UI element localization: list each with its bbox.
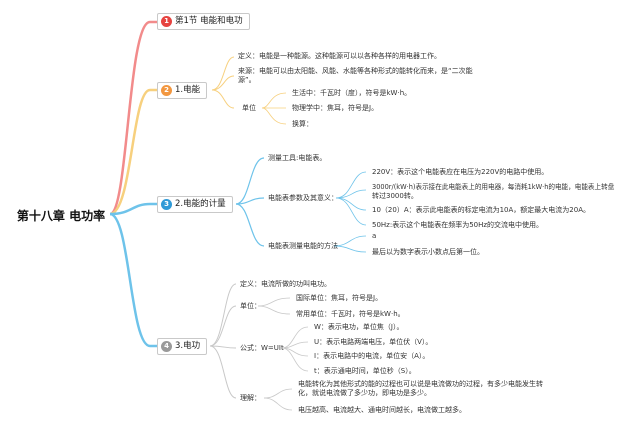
formula-u: U：表示电路两端电压，单位伏（V）。 — [314, 338, 433, 346]
work-formula-label: 公式：W=UIt — [240, 344, 284, 352]
energy-unit-daily: 生活中：千瓦时（度），符号是kW·h。 — [292, 89, 412, 97]
section-3-node[interactable]: 3 2.电能的计量 — [157, 196, 233, 213]
section-1-label: 第1节 电能和电功 — [175, 16, 243, 26]
meter-param-current: 10（20）A：表示此电能表的标定电流为10A，额定最大电流为20A。 — [372, 206, 590, 214]
energy-unit-conversion: 换算： — [292, 120, 313, 128]
formula-w: W：表示电功，单位焦（J）。 — [314, 323, 404, 331]
meter-read-decimal: 最后以为数字表示小数点后第一位。 — [372, 248, 484, 256]
meter-tool: 测量工具:电能表。 — [268, 154, 327, 162]
energy-unit-physics: 物理学中：焦耳，符号是J。 — [292, 104, 379, 112]
work-unit-common: 常用单位：千瓦时，符号是kW·h。 — [296, 310, 405, 318]
work-unit-si: 国际单位：焦耳，符号是J。 — [296, 294, 383, 302]
meter-read-label: 电能表测量电能的方法 — [268, 242, 338, 250]
section-4-label: 3.电功 — [175, 341, 201, 351]
meter-param-revolutions: 3000r/(kW·h)表示接在此电能表上的用电器，每消耗1kW·h的电能，电能… — [372, 183, 615, 191]
number-3-icon: 3 — [161, 199, 172, 210]
trunk-2 — [109, 88, 157, 216]
formula-t: t：表示通电时间，单位秒（S）。 — [314, 367, 416, 375]
energy-unit-label: 单位 — [242, 104, 256, 112]
trunk-3 — [109, 202, 157, 216]
work-unit-label: 单位： — [240, 302, 261, 310]
energy-source-cont: 源”。 — [238, 76, 256, 84]
understand-line-2: 化，就说电流做了多少功，即电功是多少。 — [298, 389, 431, 397]
meter-param-frequency: 50Hz:表示这个电能表在频率为50Hz的交流电中使用。 — [372, 221, 544, 229]
trunk-4 — [109, 212, 157, 348]
section-2-label: 1.电能 — [175, 85, 201, 95]
understand-line-3: 电压越高、电流越大、通电时间越长，电流做工越多。 — [298, 406, 466, 414]
section-2-node[interactable]: 2 1.电能 — [157, 82, 208, 99]
formula-i: I：表示电路中的电流，单位安（A）。 — [314, 352, 430, 360]
section-4-node[interactable]: 4 3.电功 — [157, 338, 208, 355]
energy-source: 来源：电能可以由太阳能、风能、水能等各种形式的能转化而来，是“二次能 — [238, 67, 473, 75]
meter-read-a: a — [372, 232, 377, 240]
meter-params-label: 电能表参数及其意义： — [268, 194, 338, 202]
work-understand-label: 理解： — [240, 394, 261, 402]
section-3-label: 2.电能的计量 — [175, 199, 226, 209]
energy-definition: 定义：电能是一种能源。这种能源可以以各种各样的用电器工作。 — [238, 52, 441, 60]
understand-line-1: 电能转化为其他形式的能的过程也可以说是电流做功的过程，有多少电能发生转 — [298, 380, 543, 388]
trunk-1 — [109, 20, 157, 216]
work-definition: 定义：电流所做的功叫电功。 — [240, 280, 331, 288]
section-1-node[interactable]: 1 第1节 电能和电功 — [157, 13, 250, 30]
meter-param-voltage: 220V：表示这个电能表应在电压为220V的电路中使用。 — [372, 168, 549, 176]
number-1-icon: 1 — [161, 16, 172, 27]
meter-param-revolutions-cont: 转过3000转。 — [372, 192, 418, 200]
root-topic[interactable]: 第十八章 电功率 — [12, 205, 110, 227]
number-4-icon: 4 — [161, 341, 172, 352]
number-2-icon: 2 — [161, 85, 172, 96]
